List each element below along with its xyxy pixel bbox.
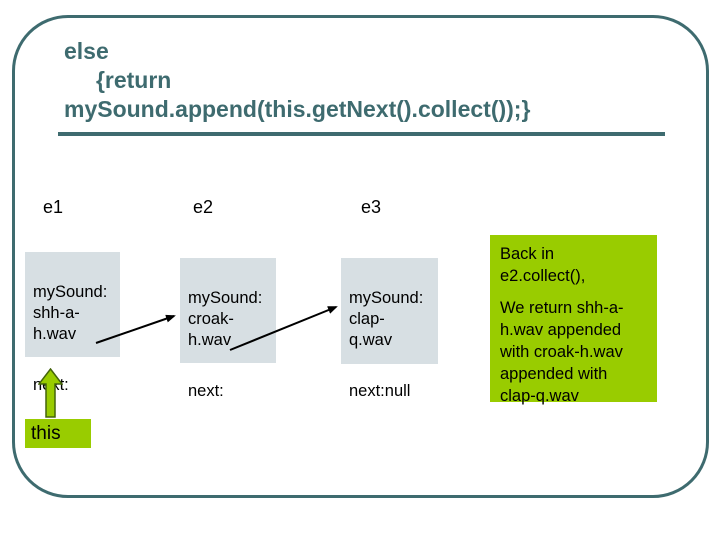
note-paragraph-1: Back in e2.collect(), [500,245,586,285]
this-up-arrow-icon [38,368,63,418]
title-underline [58,132,665,136]
this-pointer-label: this [25,419,91,448]
node-next-field: next: [188,382,224,400]
node-sound-value: mySound: clap- q.wav [349,289,424,349]
slide-border-frame [12,15,709,498]
node-box-e1: mySound: shh-a- h.wav next: [25,252,120,394]
node-label-e3: e3 [361,197,382,217]
node-next-field: next:null [349,382,411,400]
note-paragraph-2: We return shh-a- h.wav appended with cro… [500,299,624,405]
node-box-e2: mySound: croak- h.wav next: [180,258,276,400]
node-label-e1: e1 [43,197,64,217]
node-sound-value: mySound: croak- h.wav [188,289,263,349]
node-label-e2: e2 [193,197,214,217]
node-sound-value: mySound: shh-a- h.wav [33,283,108,343]
callout-note-box: Back in e2.collect(), We return shh-a- h… [490,235,657,405]
title-code-block: else {return mySound.append(this.getNext… [64,38,531,122]
node-box-e3: mySound: clap- q.wav next:null [341,258,438,400]
